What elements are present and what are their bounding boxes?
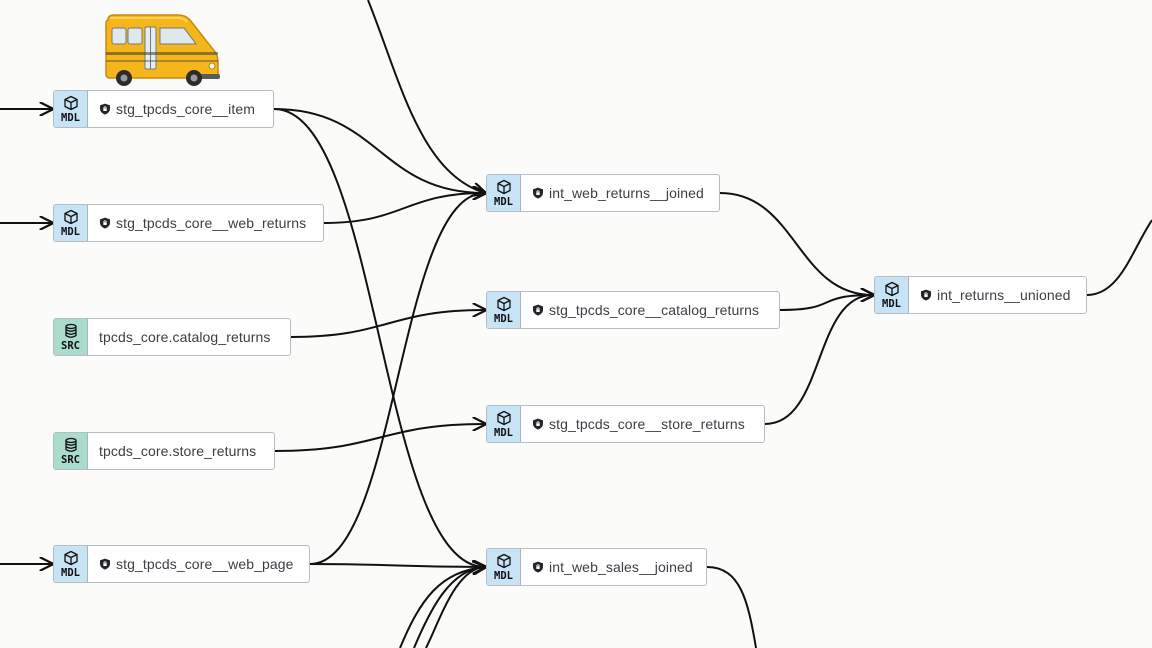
node-label: stg_tpcds_core__item: [116, 101, 255, 117]
model-badge: MDL: [487, 549, 521, 585]
model-badge: MDL: [54, 205, 88, 241]
cube-icon: [63, 550, 78, 565]
cube-icon: [496, 179, 511, 194]
model-badge: MDL: [54, 546, 88, 582]
node-label: tpcds_core.store_returns: [99, 443, 257, 459]
edge-n_stg_catalog-to-n_int_returns: [779, 295, 873, 311]
badge-label: MDL: [882, 297, 901, 310]
node-label: stg_tpcds_core__web_page: [116, 556, 294, 572]
cube-icon: [496, 296, 511, 311]
edge-int-web-sales-offscreen: [706, 566, 757, 648]
cube-icon: [63, 95, 78, 110]
node-int-web-sales-joined[interactable]: MDL int_web_sales__joined: [486, 548, 707, 586]
shield-lock-icon: [100, 217, 110, 229]
cube-icon: [63, 209, 78, 224]
node-label: stg_tpcds_core__catalog_returns: [549, 302, 760, 318]
node-label: int_web_returns__joined: [549, 185, 704, 201]
node-tpcds-core-catalog-returns[interactable]: SRC tpcds_core.catalog_returns: [53, 318, 291, 356]
cube-icon: [496, 410, 511, 425]
edge-n_web_page-to-n_int_web_sales: [309, 564, 485, 567]
edge-n_item-to-n_int_web_returns: [273, 108, 485, 193]
badge-label: MDL: [61, 111, 80, 124]
shield-lock-icon: [533, 187, 543, 199]
node-stg-tpcds-core-web-returns[interactable]: MDL stg_tpcds_core__web_returns: [53, 204, 324, 242]
edge-offscreen-bottom-3: [425, 567, 485, 648]
shield-lock-icon: [100, 558, 110, 570]
model-badge: MDL: [875, 277, 909, 313]
model-badge: MDL: [487, 292, 521, 328]
node-label: int_web_sales__joined: [549, 559, 693, 575]
edge-n_web_page-to-n_int_web_returns: [309, 193, 485, 565]
cube-icon: [496, 553, 511, 568]
model-badge: MDL: [487, 406, 521, 442]
edge-offscreen-top-to-int-web-returns: [367, 0, 485, 193]
node-stg-tpcds-core-store-returns[interactable]: MDL stg_tpcds_core__store_returns: [486, 405, 765, 443]
source-badge: SRC: [54, 319, 88, 355]
node-stg-tpcds-core-item[interactable]: MDL stg_tpcds_core__item: [53, 90, 274, 128]
database-icon: [64, 437, 77, 452]
edge-offscreen-bottom-1: [399, 567, 485, 648]
badge-label: SRC: [61, 339, 80, 352]
shield-lock-icon: [533, 418, 543, 430]
node-stg-tpcds-core-catalog-returns[interactable]: MDL stg_tpcds_core__catalog_returns: [486, 291, 780, 329]
edge-n_int_web_returns-to-n_int_returns: [719, 192, 873, 295]
edge-n_stg_store-to-n_int_returns: [764, 295, 873, 425]
node-label: int_returns__unioned: [937, 287, 1071, 303]
source-badge: SRC: [54, 433, 88, 469]
edge-n_web_returns-to-n_int_web_returns: [323, 193, 485, 224]
badge-label: MDL: [494, 569, 513, 582]
badge-label: MDL: [494, 195, 513, 208]
badge-label: MDL: [61, 225, 80, 238]
node-stg-tpcds-core-web-page[interactable]: MDL stg_tpcds_core__web_page: [53, 545, 310, 583]
model-badge: MDL: [487, 175, 521, 211]
node-int-web-returns-joined[interactable]: MDL int_web_returns__joined: [486, 174, 720, 212]
edge-n_src_catalog-to-n_stg_catalog: [290, 310, 485, 338]
shield-lock-icon: [533, 304, 543, 316]
shield-lock-icon: [533, 561, 543, 573]
node-label: tpcds_core.catalog_returns: [99, 329, 271, 345]
node-label: stg_tpcds_core__store_returns: [549, 416, 745, 432]
badge-label: SRC: [61, 453, 80, 466]
model-badge: MDL: [54, 91, 88, 127]
edge-int-returns-offscreen: [1086, 219, 1152, 296]
shield-lock-icon: [100, 103, 110, 115]
edge-offscreen-bottom-2: [413, 567, 485, 648]
school-bus-icon: [105, 14, 220, 86]
badge-label: MDL: [61, 566, 80, 579]
node-int-returns-unioned[interactable]: MDL int_returns__unioned: [874, 276, 1087, 314]
cube-icon: [884, 281, 899, 296]
shield-lock-icon: [921, 289, 931, 301]
edge-n_item-to-n_int_web_sales: [273, 108, 485, 567]
node-tpcds-core-store-returns[interactable]: SRC tpcds_core.store_returns: [53, 432, 275, 470]
badge-label: MDL: [494, 312, 513, 325]
edge-n_src_store-to-n_stg_store: [274, 424, 485, 452]
node-label: stg_tpcds_core__web_returns: [116, 215, 307, 231]
badge-label: MDL: [494, 426, 513, 439]
database-icon: [64, 323, 77, 338]
